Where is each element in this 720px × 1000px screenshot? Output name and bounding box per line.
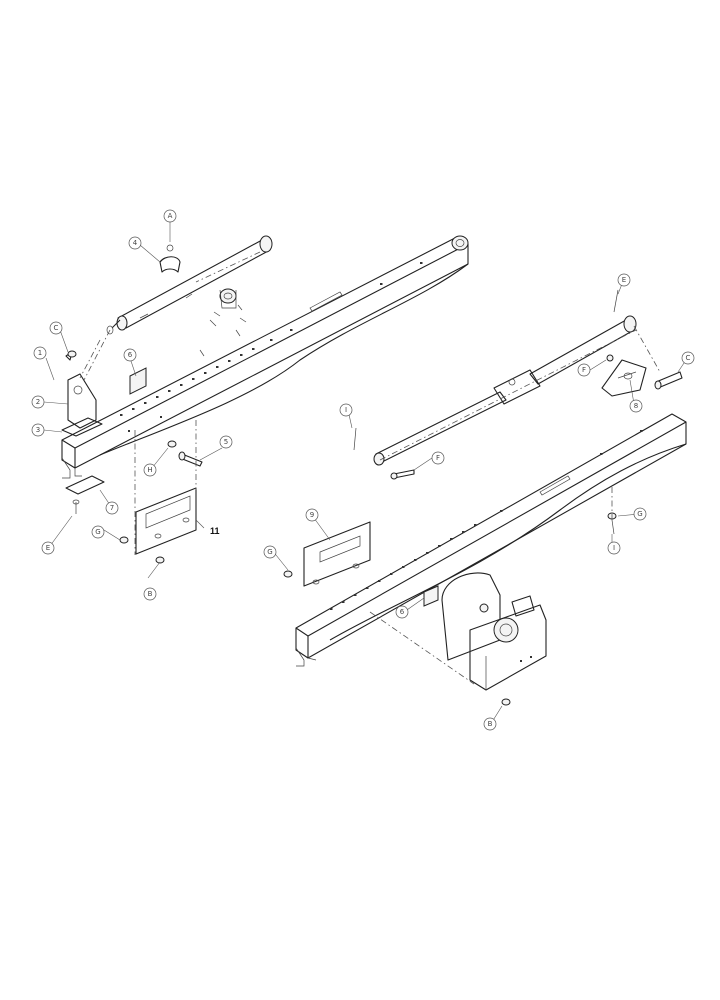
svg-text:1: 1 <box>38 349 42 357</box>
callout-h: H <box>143 463 157 477</box>
svg-text:G: G <box>637 510 642 518</box>
callout-e-left: E <box>41 541 55 555</box>
right-motor-assembly <box>441 572 547 706</box>
callout-i-lower: I <box>607 541 621 555</box>
right-mount-bracket <box>601 354 683 397</box>
left-bolt <box>167 440 203 467</box>
callout-1: 1 <box>33 346 47 360</box>
callout-5: 5 <box>219 435 233 449</box>
callout-g-right: G <box>633 507 647 521</box>
callout-g-left: G <box>91 525 105 539</box>
svg-text:F: F <box>582 366 586 374</box>
svg-text:G: G <box>267 548 272 556</box>
callout-a: A <box>163 209 177 223</box>
svg-text:I: I <box>613 544 615 552</box>
svg-text:C: C <box>54 324 59 332</box>
svg-text:H: H <box>147 466 152 474</box>
callout-b-left: B <box>143 587 157 601</box>
svg-text:9: 9 <box>310 511 314 519</box>
svg-text:B: B <box>148 590 153 598</box>
left-mount-bracket <box>61 350 105 514</box>
callout-8: 8 <box>629 399 643 413</box>
left-rail-holes <box>120 262 423 432</box>
svg-text:2: 2 <box>36 398 40 406</box>
left-shield <box>119 487 197 564</box>
svg-text:G: G <box>95 528 100 536</box>
callout-9: 9 <box>305 508 319 522</box>
left-clamp-parts <box>159 244 247 357</box>
svg-text:4: 4 <box>133 239 138 247</box>
callout-c-left: C <box>49 321 63 335</box>
svg-text:5: 5 <box>224 438 228 446</box>
svg-text:8: 8 <box>634 402 638 410</box>
callout-6-right: 6 <box>395 605 409 619</box>
callout-f-lower: F <box>431 451 445 465</box>
left-decal <box>129 367 147 395</box>
right-shield <box>283 521 371 587</box>
svg-text:3: 3 <box>36 426 40 434</box>
callout-6-left: 6 <box>123 348 137 362</box>
callout-g-right-lower: G <box>263 545 277 559</box>
right-assembly-lines <box>369 325 661 685</box>
svg-text:B: B <box>488 720 493 728</box>
svg-text:A: A <box>168 212 173 220</box>
callout-3: 3 <box>31 423 45 437</box>
svg-text:I: I <box>345 406 347 414</box>
svg-text:E: E <box>46 544 50 552</box>
callout-f-right: F <box>577 363 591 377</box>
right-hydraulic-cylinder <box>353 289 637 466</box>
callout-b-right: B <box>483 717 497 731</box>
svg-text:6: 6 <box>128 351 133 359</box>
right-pin <box>390 469 415 480</box>
svg-text:7: 7 <box>110 504 114 512</box>
svg-text:F: F <box>436 454 440 462</box>
callout-e-right: E <box>617 273 631 287</box>
svg-text:6: 6 <box>400 608 405 616</box>
left-hydraulic-cylinder <box>106 235 273 335</box>
part-number-11: 11 <box>210 526 220 536</box>
callout-c-right: C <box>681 351 695 365</box>
callout-4: 4 <box>128 236 142 250</box>
svg-text:C: C <box>686 354 691 362</box>
right-rail-holes <box>330 430 643 610</box>
left-assembly-lines <box>79 251 261 555</box>
callout-7: 7 <box>105 501 119 515</box>
svg-text:E: E <box>622 276 626 284</box>
right-decal <box>423 585 439 607</box>
left-frame-rail <box>61 235 469 479</box>
right-frame-rail <box>295 413 687 667</box>
callout-2: 2 <box>31 395 45 409</box>
callout-i-right: I <box>339 403 353 417</box>
